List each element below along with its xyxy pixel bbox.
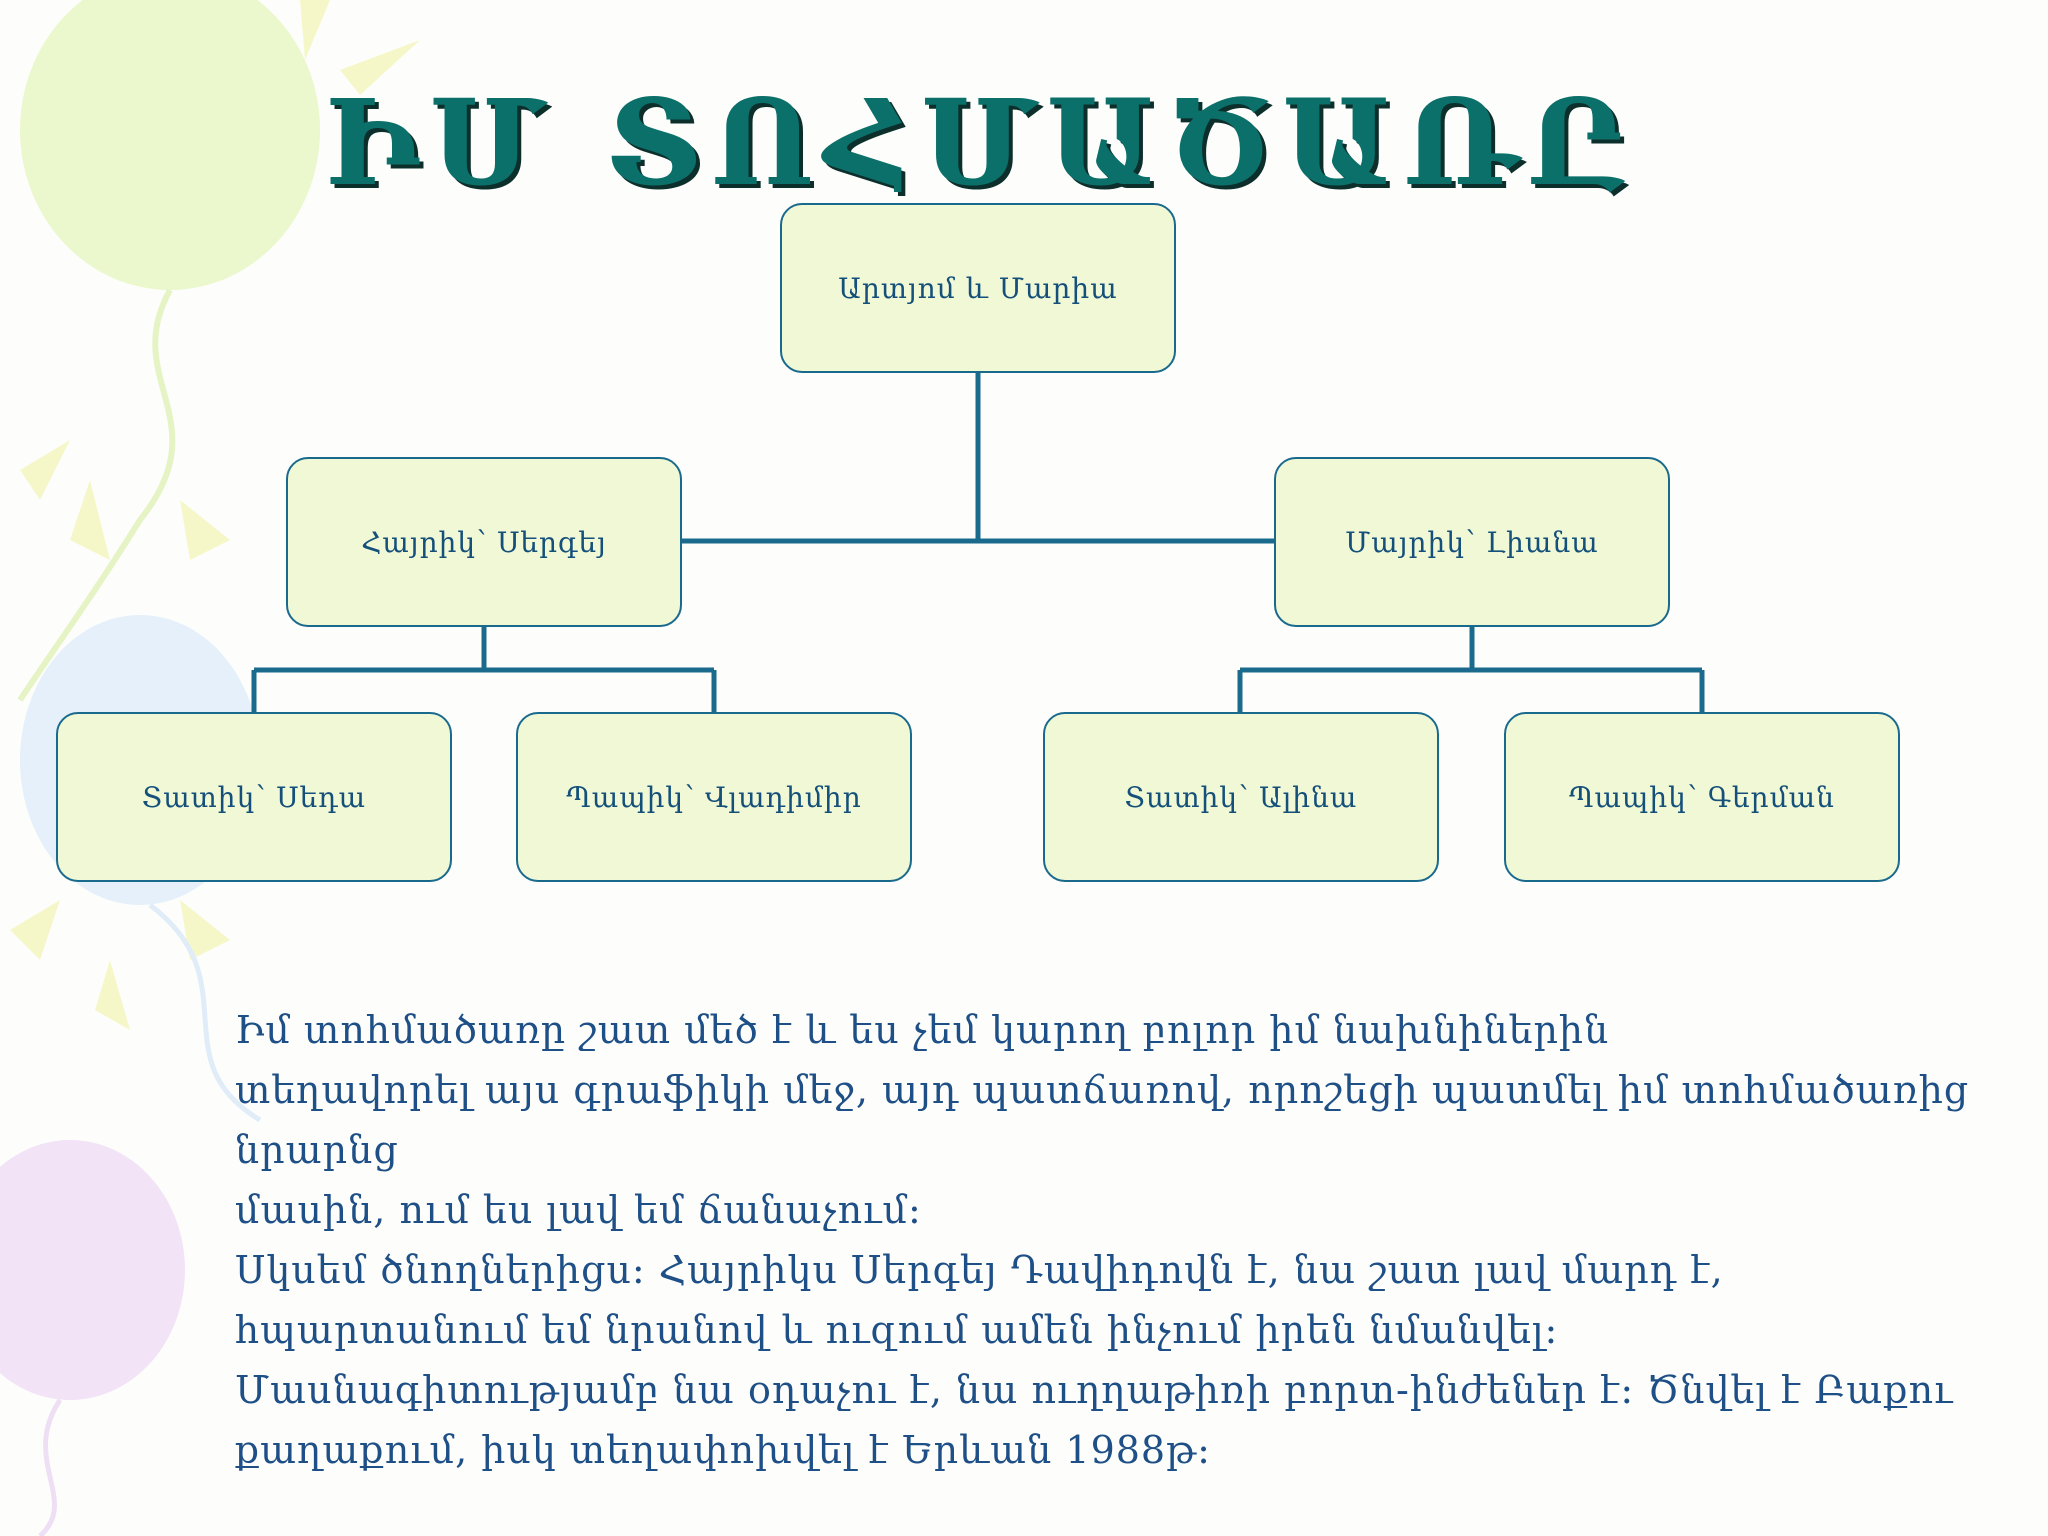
family-story-text: Իմ տոհմածառը շատ մեծ է և ես չեմ կարող բո… (235, 1000, 1975, 1480)
story-line: հպարտանում եմ նրանով և ուզում ամեն ինչու… (235, 1308, 1559, 1352)
green-balloon-icon (20, 0, 320, 290)
story-line: Մասնագիտությամբ նա օդաչու է, նա ուղղաթիռ… (235, 1368, 1954, 1412)
node-grandfather-maternal: Պապիկ՝ Գերման (1504, 712, 1900, 882)
node-root-label: Արտյոմ և Մարիա (838, 271, 1118, 305)
node-mother-label: Մայրիկ՝ Լիանա (1345, 525, 1599, 559)
page-title: ԻՄ ՏՈՀՄԱԾԱՌԸ (324, 73, 1636, 212)
story-line: քաղաքում, իսկ տեղափոխվել է Երևան 1988թ: (235, 1428, 1211, 1472)
node-grandmother-paternal: Տատիկ՝ Սեդա (56, 712, 452, 882)
story-line: Իմ տոհմածառը շատ մեծ է և ես չեմ կարող բո… (235, 1008, 1610, 1052)
node-grandmother-paternal-label: Տատիկ՝ Սեդա (141, 780, 367, 814)
node-father-label: Հայրիկ՝ Սերգեյ (361, 525, 607, 559)
story-line: տեղավորել այս գրաֆիկի մեջ, այդ պատճառով,… (235, 1068, 1970, 1172)
node-mother: Մայրիկ՝ Լիանա (1274, 457, 1670, 627)
node-father: Հայրիկ՝ Սերգեյ (286, 457, 682, 627)
node-grandfather-paternal-label: Պապիկ՝ Վլադիմիր (566, 780, 862, 814)
story-line: Սկսեմ ծնողներիցս: Հայրիկս Սերգեյ Դավիդով… (235, 1248, 1724, 1292)
purple-balloon-icon (0, 1140, 185, 1400)
node-grandfather-paternal: Պապիկ՝ Վլադիմիր (516, 712, 912, 882)
node-grandmother-maternal-label: Տատիկ՝ Ալինա (1124, 780, 1358, 814)
story-line: մասին, ում ես լավ եմ ճանաչում: (235, 1188, 922, 1232)
node-grandfather-maternal-label: Պապիկ՝ Գերման (1569, 780, 1835, 814)
node-grandmother-maternal: Տատիկ՝ Ալինա (1043, 712, 1439, 882)
node-root-couple: Արտյոմ և Մարիա (780, 203, 1176, 373)
